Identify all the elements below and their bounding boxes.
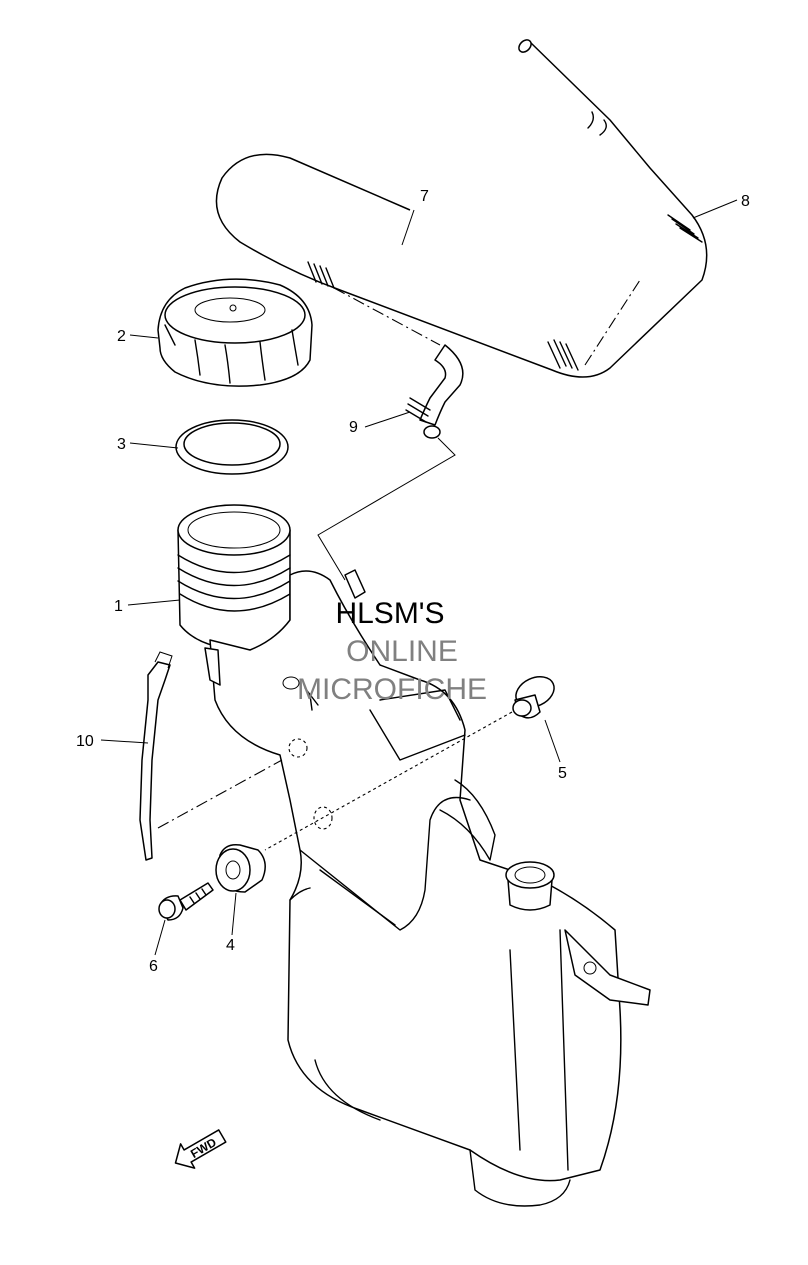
- watermark: HLSM'S ONLINE MICROFICHE: [297, 597, 487, 706]
- watermark-line-1: HLSM'S: [335, 597, 444, 630]
- callout-5: 5: [558, 765, 567, 782]
- watermark-line-2: ONLINE: [346, 635, 458, 668]
- reservoir-tank: [177, 504, 651, 1207]
- fwd-arrow: FWD: [174, 1129, 227, 1169]
- callout-7: 7: [420, 188, 429, 205]
- callout-1: 1: [114, 598, 123, 615]
- callout-8: 8: [741, 193, 750, 210]
- damper: [215, 843, 266, 893]
- hose-routing-line: [317, 437, 456, 581]
- callout-6: 6: [149, 958, 158, 975]
- leader-lines: [100, 199, 738, 956]
- strap-routing-line: [157, 759, 283, 829]
- breather-hose: [215, 39, 708, 378]
- collar: [512, 676, 555, 719]
- callout-3: 3: [117, 436, 126, 453]
- bolt: [158, 882, 214, 921]
- callout-9: 9: [349, 419, 358, 436]
- callout-2: 2: [117, 328, 126, 345]
- hose-elbow-9: [405, 344, 464, 439]
- callout-4: 4: [226, 937, 235, 954]
- filler-cap: [157, 278, 313, 387]
- collar-routing-line: [264, 711, 513, 851]
- gasket: [175, 419, 289, 475]
- hose-clamp-8: [667, 214, 703, 243]
- tie-strap: [139, 651, 173, 861]
- callout-10: 10: [76, 733, 94, 750]
- watermark-line-3: MICROFICHE: [297, 673, 487, 706]
